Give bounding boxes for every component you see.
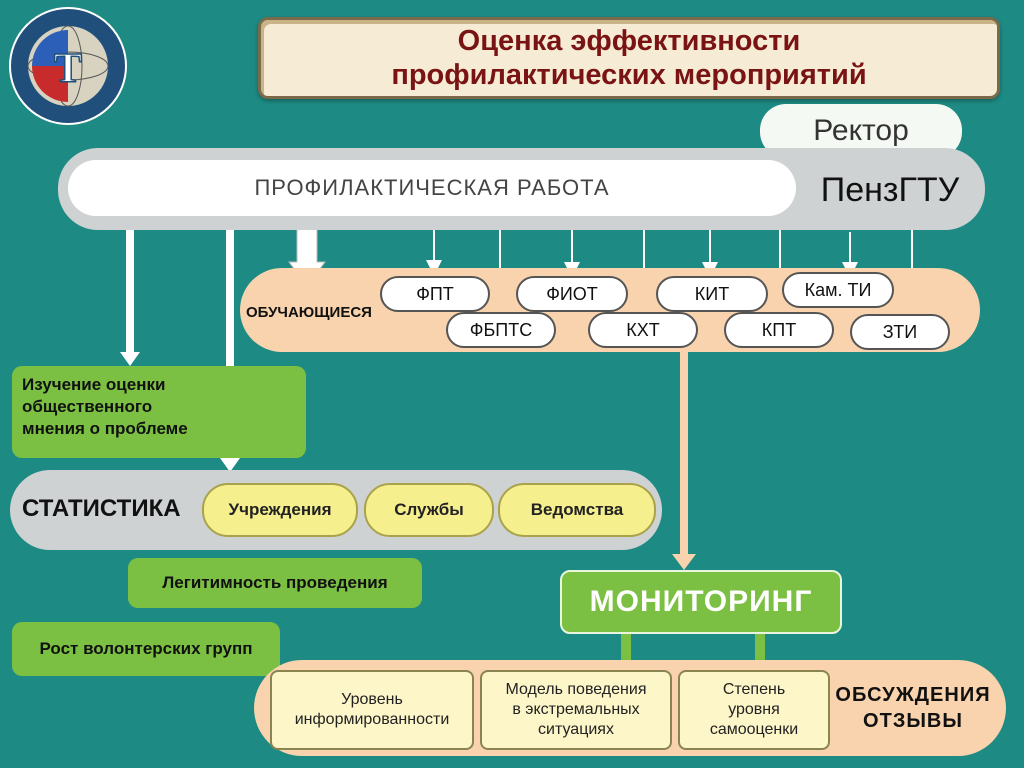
statistics-label: СТАТИСТИКА [22, 495, 181, 522]
study-line-2: общественного [22, 397, 153, 416]
self-line-1: Степень [722, 681, 786, 698]
self-esteem-box: Степень уровня самооценки [678, 670, 830, 750]
stat-item: Службы [364, 483, 494, 537]
awareness-box: Уровень информированности [270, 670, 474, 750]
awareness-line-2: информированности [294, 711, 450, 728]
faculty-node: ФИОТ [516, 276, 628, 312]
self-line-2: уровня [728, 701, 780, 718]
discuss-line-1: ОБСУЖДЕНИЯ [835, 684, 991, 706]
faculty-node: КПТ [724, 312, 834, 348]
stat-item: Ведомства [498, 483, 656, 537]
faculty-node: ФПТ [380, 276, 490, 312]
faculty-node: КХТ [588, 312, 698, 348]
university-name: ПензГТУ [820, 170, 960, 209]
awareness-line-1: Уровень [341, 691, 403, 708]
behavior-line-3: ситуациях [538, 721, 614, 738]
title-line-2: профилактических мероприятий [391, 59, 867, 91]
volunteer-growth-box: Рост волонтерских групп [12, 622, 280, 676]
svg-text:Т: Т [54, 46, 82, 92]
behavior-line-1: Модель поведения [505, 681, 647, 698]
university-logo: Т [8, 6, 128, 126]
study-line-1: Изучение оценки [22, 375, 166, 394]
self-line-3: самооценки [709, 721, 799, 738]
university-globe-emblem-icon: Т [9, 7, 127, 125]
public-opinion-box: Изучение оценки общественного мнения о п… [12, 366, 306, 458]
study-line-3: мнения о проблеме [22, 419, 188, 438]
faculty-node: ФБПТС [446, 312, 556, 348]
behavior-model-box: Модель поведения в экстремальных ситуаци… [480, 670, 672, 750]
prof-work-node: ПРОФИЛАКТИЧЕСКАЯ РАБОТА [68, 160, 796, 216]
stat-item: Учреждения [202, 483, 358, 537]
faculty-node: ЗТИ [850, 314, 950, 350]
discussion-label: ОБСУЖДЕНИЯ ОТЗЫВЫ [830, 680, 996, 736]
faculty-node: КИТ [656, 276, 768, 312]
page-title: Оценка эффективности профилактических ме… [391, 24, 866, 92]
title-box: Оценка эффективности профилактических ме… [258, 17, 1000, 99]
students-label: ОБУЧАЮЩИЕСЯ [246, 303, 372, 321]
legitimacy-box: Легитимность проведения [128, 558, 422, 608]
title-line-1: Оценка эффективности [457, 25, 801, 57]
monitoring-node: МОНИТОРИНГ [560, 570, 842, 634]
discuss-line-2: ОТЗЫВЫ [863, 710, 963, 732]
behavior-line-2: в экстремальных [512, 701, 640, 718]
faculty-node: Кам. ТИ [782, 272, 894, 308]
